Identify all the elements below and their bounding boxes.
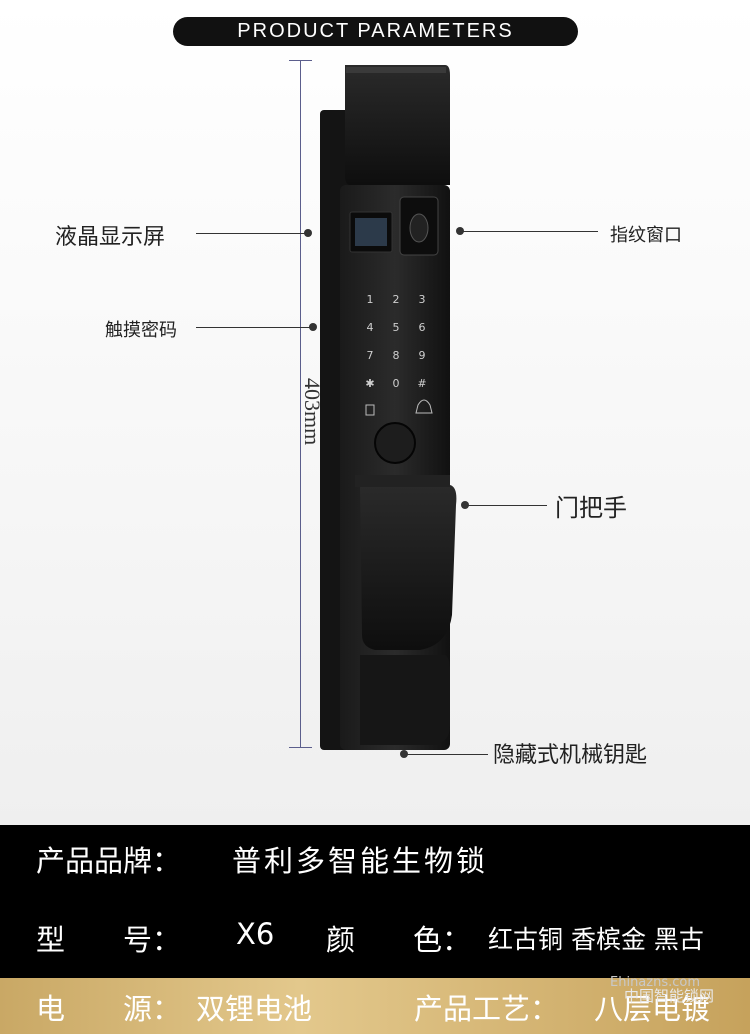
dot-lcd bbox=[304, 229, 312, 237]
keypad-key: 1 bbox=[367, 293, 374, 306]
power-label: 电 源： bbox=[36, 992, 182, 1026]
leader-touch-password bbox=[196, 327, 312, 328]
callout-hidden-key: 隐藏式机械钥匙 bbox=[493, 743, 648, 768]
brand-value: 普利多智能生物锁 bbox=[232, 844, 489, 878]
smart-lock-image: 1 2 3 4 5 6 7 8 9 ✱ 0 # bbox=[320, 65, 457, 750]
model-label: 型 号： bbox=[36, 923, 182, 957]
keypad-key: 3 bbox=[419, 293, 426, 306]
dimension-line bbox=[300, 60, 301, 748]
dot-touch-password bbox=[309, 323, 317, 331]
leader-handle bbox=[465, 505, 547, 506]
craft-label: 产品工艺： bbox=[414, 992, 560, 1026]
callout-handle: 门把手 bbox=[555, 494, 627, 522]
leader-fingerprint bbox=[460, 231, 598, 232]
dimension-cap-top bbox=[289, 60, 312, 61]
dot-hidden-key bbox=[400, 750, 408, 758]
power-value: 双锂电池 bbox=[196, 992, 313, 1026]
model-value: X6 bbox=[236, 917, 275, 951]
dot-fingerprint bbox=[456, 227, 464, 235]
keypad-key: ✱ bbox=[365, 377, 374, 390]
keypad-key: # bbox=[417, 377, 426, 390]
craft-value: 八层电镀 bbox=[594, 992, 711, 1026]
color-value: 红古铜 香槟金 黑古 bbox=[488, 925, 704, 954]
keypad-key: 7 bbox=[367, 349, 374, 362]
leader-hidden-key bbox=[404, 754, 488, 755]
watermark-site: Ehinazns.com bbox=[610, 975, 701, 990]
keypad-key: 0 bbox=[393, 377, 400, 390]
keypad-key: 6 bbox=[419, 321, 426, 334]
keypad-key: 8 bbox=[393, 349, 400, 362]
dimension-cap-bottom bbox=[289, 747, 312, 748]
color-label: 颜 色： bbox=[326, 923, 472, 957]
watermark-name: 中国智能锁网 bbox=[624, 987, 715, 1005]
spec-row-power-craft: 电 源： 双锂电池 产品工艺： 八层电镀 bbox=[0, 978, 750, 1034]
brand-label: 产品品牌： bbox=[36, 844, 182, 878]
dot-handle bbox=[461, 501, 469, 509]
keypad-key: 5 bbox=[393, 321, 400, 334]
callout-touch-password: 触摸密码 bbox=[105, 320, 177, 341]
callout-lcd: 液晶显示屏 bbox=[55, 225, 166, 250]
keypad-key: 2 bbox=[393, 293, 400, 306]
keypad-key: 4 bbox=[367, 321, 374, 334]
keypad-key: 9 bbox=[419, 349, 426, 362]
callout-fingerprint: 指纹窗口 bbox=[610, 225, 682, 246]
leader-lcd bbox=[196, 233, 308, 234]
product-parameters-banner: PRODUCT PARAMETERS bbox=[173, 17, 578, 46]
